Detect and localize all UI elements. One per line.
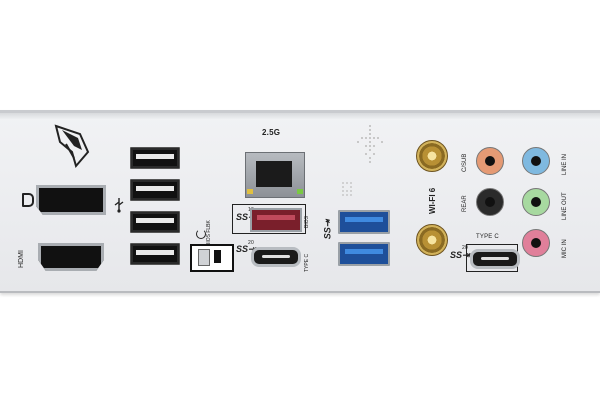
audio-line-in-label: LINE IN xyxy=(562,153,568,175)
bios-flashback-icon xyxy=(196,229,206,239)
usb-bios-port[interactable] xyxy=(250,208,302,232)
dot-grid-icon xyxy=(342,182,352,196)
lan-port[interactable] xyxy=(245,152,305,198)
audio-mic-in-label: MIC IN xyxy=(562,239,568,258)
bios-flashback-led xyxy=(214,250,221,263)
usb-port-3[interactable] xyxy=(130,211,180,233)
audio-jack-line-out[interactable] xyxy=(522,188,550,216)
audio-jack-rear[interactable] xyxy=(476,188,504,216)
wifi-label: WI-FI 6 xyxy=(428,187,437,214)
wifi-antenna-1[interactable] xyxy=(416,140,448,172)
superspeed-usb-icon-4: SS⇥ xyxy=(450,250,470,260)
ss20-label-2: 20 xyxy=(462,245,468,251)
usb-port-1[interactable] xyxy=(130,147,180,169)
bios-flashback-frame xyxy=(190,244,234,272)
audio-jack-csub[interactable] xyxy=(476,147,504,175)
superspeed-usb-icon-3: SS⇥ xyxy=(322,219,333,240)
usb3-port-2[interactable] xyxy=(338,242,390,266)
bios-usb-frame xyxy=(232,204,306,234)
hdmi-port[interactable] xyxy=(38,243,104,271)
rog-logo-icon xyxy=(54,124,90,169)
dot-pattern-icon xyxy=(357,125,383,163)
lan-label: 2.5G xyxy=(262,128,281,137)
wifi-antenna-2[interactable] xyxy=(416,224,448,256)
bios-flbk-label: BIOS FLBK xyxy=(206,220,212,246)
usb-port-2[interactable] xyxy=(130,179,180,201)
type-c-left-label: TYPE C xyxy=(304,253,310,272)
bios-label: BIOS xyxy=(304,216,310,228)
audio-jack-line-in[interactable] xyxy=(522,147,550,175)
audio-jack-mic-in[interactable] xyxy=(522,229,550,257)
hdmi-label: HDMI xyxy=(18,250,25,268)
superspeed-usb-icon: SS⇥ xyxy=(236,212,256,222)
superspeed-usb-icon-2: SS⇥ xyxy=(236,244,256,254)
type-c-port-left[interactable] xyxy=(251,247,301,267)
audio-rear-label: REAR xyxy=(462,195,468,212)
type-c-port-right[interactable] xyxy=(470,249,520,269)
displayport-port[interactable] xyxy=(36,185,106,215)
usb3-port-1[interactable] xyxy=(338,210,390,234)
bios-flashback-button[interactable] xyxy=(198,249,210,266)
audio-line-out-label: LINE OUT xyxy=(562,192,568,220)
displayport-icon xyxy=(22,193,34,207)
usb-port-4[interactable] xyxy=(130,243,180,265)
audio-csub-label: C/SUB xyxy=(462,153,468,172)
usb-icon xyxy=(114,198,124,213)
ss20-label: 20 xyxy=(248,240,254,246)
type-c-right-label: TYPE C xyxy=(476,234,499,240)
